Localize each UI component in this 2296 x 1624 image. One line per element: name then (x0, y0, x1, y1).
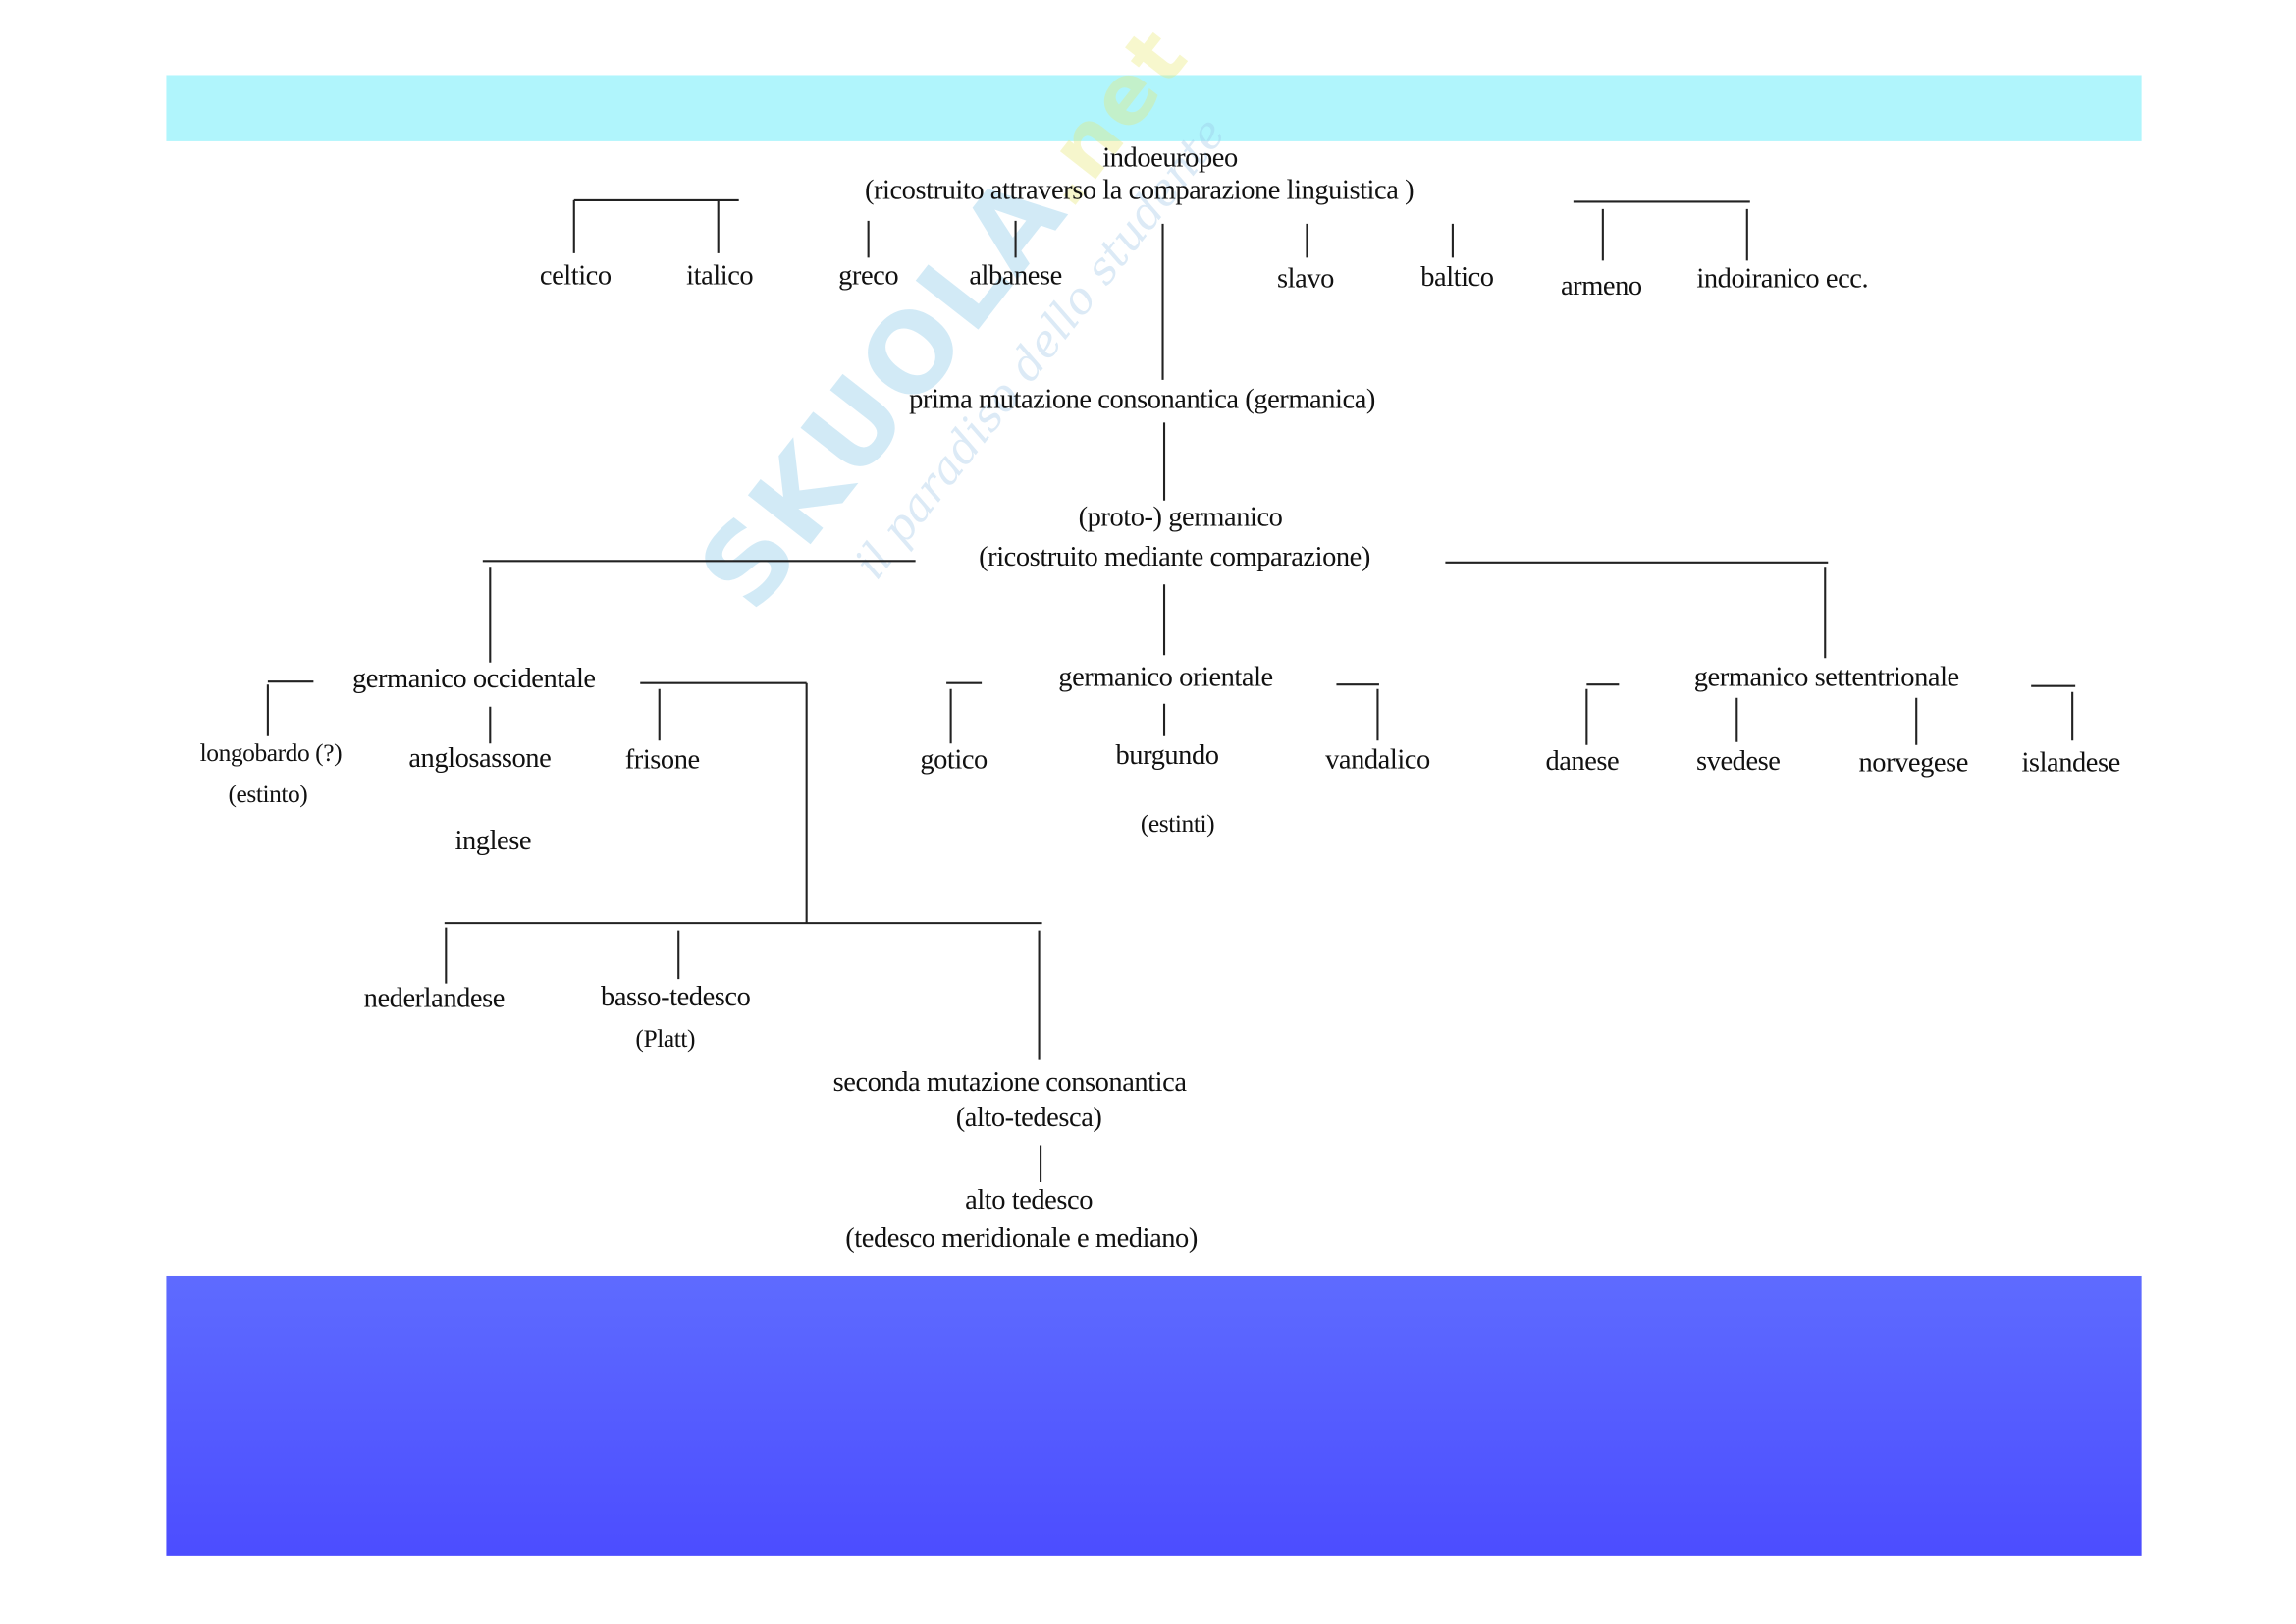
header-band (166, 75, 2142, 141)
node-anglosassone: anglosassone (408, 743, 552, 775)
node-frisone: frisone (624, 744, 700, 777)
node-protogermanico-note: (ricostruito mediante comparazione) (979, 541, 1370, 573)
node-burgundo: burgundo (1115, 740, 1219, 772)
node-baltico: baltico (1420, 261, 1494, 294)
node-danese: danese (1545, 746, 1620, 778)
node-greco: greco (838, 260, 899, 292)
node-longobardo: longobardo (?) (199, 738, 343, 768)
node-svedese: svedese (1696, 746, 1781, 778)
node-germanico-settentrionale: germanico settentrionale (1693, 662, 1959, 694)
node-indoeuropeo: indoeuropeo (1102, 142, 1238, 174)
node-indoeuropeo-note: (ricostruito attraverso la comparazione … (864, 175, 1415, 206)
node-longobardo-note: (estinto) (228, 780, 308, 809)
node-platt: (Platt) (635, 1024, 696, 1054)
node-albanese: albanese (969, 260, 1062, 292)
connector-lines (266, 198, 2076, 1183)
node-germanico-orientale: germanico orientale (1058, 662, 1273, 694)
node-italico: italico (686, 260, 754, 292)
node-seconda-mutazione: seconda mutazione consonantica (832, 1067, 1187, 1099)
footer-band (166, 1275, 2142, 1556)
node-alto-tedesco-note: (tedesco meridionale e mediano) (845, 1223, 1198, 1255)
node-armeno: armeno (1560, 270, 1642, 302)
node-estinti: (estinti) (1140, 809, 1215, 839)
node-inglese: inglese (454, 826, 532, 857)
node-basso-tedesco: basso-tedesco (601, 982, 751, 1013)
node-germanico-occidentale: germanico occidentale (352, 664, 596, 695)
slide-body (166, 140, 2142, 1276)
node-vandalico: vandalico (1325, 744, 1430, 777)
node-norvegese: norvegese (1858, 747, 1968, 780)
node-indoiranico: indoiranico ecc. (1696, 263, 1869, 295)
node-islandese: islandese (2021, 747, 2120, 780)
node-alto-tedesco: alto tedesco (965, 1185, 1094, 1217)
node-gotico: gotico (920, 744, 988, 777)
node-prima-mutazione: prima mutazione consonantica (germanica) (909, 384, 1375, 415)
node-slavo: slavo (1277, 263, 1334, 295)
node-protogermanico: (proto-) germanico (1078, 502, 1283, 533)
node-alto-tedesca: (alto-tedesca) (955, 1103, 1102, 1134)
node-nederlandese: nederlandese (363, 983, 506, 1015)
node-celtico: celtico (539, 260, 612, 292)
